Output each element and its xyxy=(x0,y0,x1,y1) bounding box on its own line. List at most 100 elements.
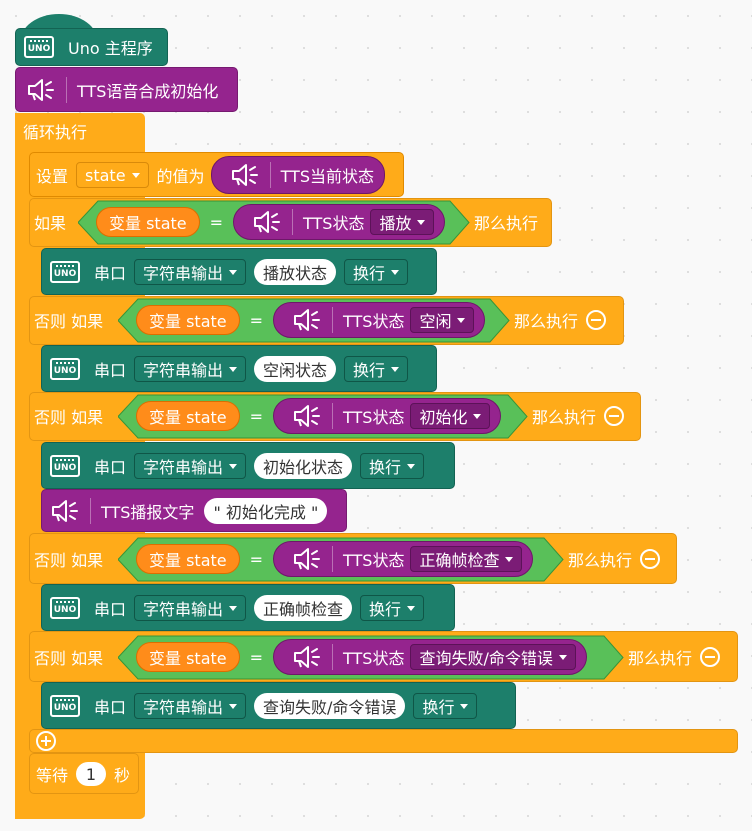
newline-dropdown[interactable]: 换行 xyxy=(344,259,409,285)
if-chain-footer xyxy=(29,729,738,753)
then-label: 那么执行 xyxy=(628,649,693,668)
tts-init-block[interactable]: TTS语音合成初始化 xyxy=(15,67,238,112)
chevron-down-icon xyxy=(473,413,482,419)
tts-status-reporter[interactable]: TTS状态 空闲 xyxy=(273,302,486,338)
divider xyxy=(66,77,67,103)
chevron-down-icon xyxy=(460,703,469,709)
divider xyxy=(332,546,334,572)
tts-current-status-label: TTS当前状态 xyxy=(280,167,374,186)
serial-print-block-1[interactable]: UNO 串口 字符串输出 播放状态 换行 xyxy=(41,248,437,295)
chevron-down-icon xyxy=(558,654,567,660)
seconds-label: 秒 xyxy=(114,766,131,785)
tts-status-label: TTS状态 xyxy=(343,312,405,331)
remove-branch-button[interactable] xyxy=(586,310,607,330)
then-label: 那么执行 xyxy=(474,214,539,233)
chevron-down-icon xyxy=(229,463,238,469)
else-if-keyword: 否则 如果 xyxy=(34,312,104,331)
variable-state-reporter[interactable]: 变量 state xyxy=(136,642,240,672)
variable-state-reporter[interactable]: 变量 state xyxy=(136,401,240,431)
speaker-icon xyxy=(294,646,321,668)
divider xyxy=(269,162,271,188)
serial-print-block-3[interactable]: UNO 串口 字符串输出 初始化状态 换行 xyxy=(41,442,455,489)
speaker-icon xyxy=(231,164,258,186)
serial-label: 串口 xyxy=(94,698,127,717)
chevron-down-icon xyxy=(407,463,416,469)
else-if-keyword: 否则 如果 xyxy=(34,408,104,427)
speak-text-input[interactable]: " 初始化完成 " xyxy=(204,498,328,524)
status-dropdown[interactable]: 初始化 xyxy=(410,403,491,429)
uno-board-icon: UNO xyxy=(24,36,54,58)
then-label: 那么执行 xyxy=(514,312,579,331)
chevron-down-icon xyxy=(457,317,466,323)
chevron-down-icon xyxy=(391,366,400,372)
divider xyxy=(332,403,334,429)
serial-mode-dropdown[interactable]: 字符串输出 xyxy=(134,453,247,479)
tts-status-reporter[interactable]: TTS状态 播放 xyxy=(233,204,446,240)
uno-board-icon: UNO xyxy=(50,261,80,283)
chevron-down-icon xyxy=(391,269,400,275)
serial-mode-dropdown[interactable]: 字符串输出 xyxy=(134,693,247,719)
tts-status-reporter[interactable]: TTS状态 正确帧检查 xyxy=(273,541,534,577)
tts-init-label: TTS语音合成初始化 xyxy=(77,82,219,101)
wait-seconds-input[interactable]: 1 xyxy=(76,762,107,786)
serial-text-input[interactable]: 空闲状态 xyxy=(254,356,337,382)
status-dropdown[interactable]: 空闲 xyxy=(410,307,475,333)
serial-text-input[interactable]: 初始化状态 xyxy=(254,453,353,479)
chevron-down-icon xyxy=(229,366,238,372)
tts-status-reporter[interactable]: TTS状态 查询失败/命令错误 xyxy=(273,639,587,675)
speaker-icon xyxy=(52,500,78,522)
variable-state-reporter[interactable]: 变量 state xyxy=(96,207,200,237)
tts-status-reporter[interactable]: TTS状态 初始化 xyxy=(273,398,502,434)
serial-mode-dropdown[interactable]: 字符串输出 xyxy=(134,259,247,285)
serial-label: 串口 xyxy=(94,361,127,380)
status-dropdown[interactable]: 查询失败/命令错误 xyxy=(410,644,576,670)
newline-dropdown[interactable]: 换行 xyxy=(413,693,478,719)
uno-board-icon: UNO xyxy=(50,455,80,477)
tts-speak-block[interactable]: TTS播报文字 " 初始化完成 " xyxy=(41,489,347,532)
serial-text-input[interactable]: 查询失败/命令错误 xyxy=(254,693,406,719)
serial-print-block-2[interactable]: UNO 串口 字符串输出 空闲状态 换行 xyxy=(41,345,437,392)
status-dropdown[interactable]: 播放 xyxy=(370,209,435,235)
then-label: 那么执行 xyxy=(532,408,597,427)
serial-mode-dropdown[interactable]: 字符串输出 xyxy=(134,356,247,382)
divider xyxy=(332,644,334,670)
equals-operator: = xyxy=(249,647,264,667)
set-state-block[interactable]: 设置 state 的值为 TTS当前状态 xyxy=(29,152,404,197)
add-branch-button[interactable] xyxy=(36,731,56,751)
serial-label: 串口 xyxy=(94,458,127,477)
serial-text-input[interactable]: 播放状态 xyxy=(254,259,337,285)
divider xyxy=(332,307,334,333)
then-label: 那么执行 xyxy=(568,551,633,570)
serial-mode-dropdown[interactable]: 字符串输出 xyxy=(134,595,247,621)
speaker-icon xyxy=(294,548,321,570)
uno-board-icon: UNO xyxy=(50,597,80,619)
remove-branch-button[interactable] xyxy=(700,647,721,667)
else-if-keyword: 否则 如果 xyxy=(34,649,104,668)
variable-state-reporter[interactable]: 变量 state xyxy=(136,305,240,335)
wait-block[interactable]: 等待 1 秒 xyxy=(29,753,139,794)
set-label: 设置 xyxy=(36,167,69,186)
divider xyxy=(90,498,91,524)
serial-print-block-4[interactable]: UNO 串口 字符串输出 正确帧检查 换行 xyxy=(41,584,455,631)
serial-print-block-5[interactable]: UNO 串口 字符串输出 查询失败/命令错误 换行 xyxy=(41,682,516,729)
loop-inner-bar xyxy=(15,113,29,819)
status-dropdown[interactable]: 正确帧检查 xyxy=(410,546,523,572)
tts-status-label: TTS状态 xyxy=(343,649,405,668)
newline-dropdown[interactable]: 换行 xyxy=(360,595,425,621)
newline-dropdown[interactable]: 换行 xyxy=(344,356,409,382)
uno-main-block[interactable]: UNO Uno 主程序 xyxy=(15,28,168,66)
remove-branch-button[interactable] xyxy=(640,549,661,569)
tts-status-label: TTS状态 xyxy=(343,408,405,427)
tts-speak-label: TTS播报文字 xyxy=(101,503,195,522)
speaker-icon xyxy=(294,309,321,331)
state-variable-dropdown[interactable]: state xyxy=(76,162,149,188)
speaker-icon xyxy=(28,79,54,101)
remove-branch-button[interactable] xyxy=(604,406,625,426)
variable-state-reporter[interactable]: 变量 state xyxy=(136,544,240,574)
chevron-down-icon xyxy=(229,605,238,611)
newline-dropdown[interactable]: 换行 xyxy=(360,453,425,479)
chevron-down-icon xyxy=(407,605,416,611)
chevron-down-icon xyxy=(131,172,140,178)
tts-current-status-reporter[interactable]: TTS当前状态 xyxy=(210,156,385,194)
serial-text-input[interactable]: 正确帧检查 xyxy=(254,595,353,621)
